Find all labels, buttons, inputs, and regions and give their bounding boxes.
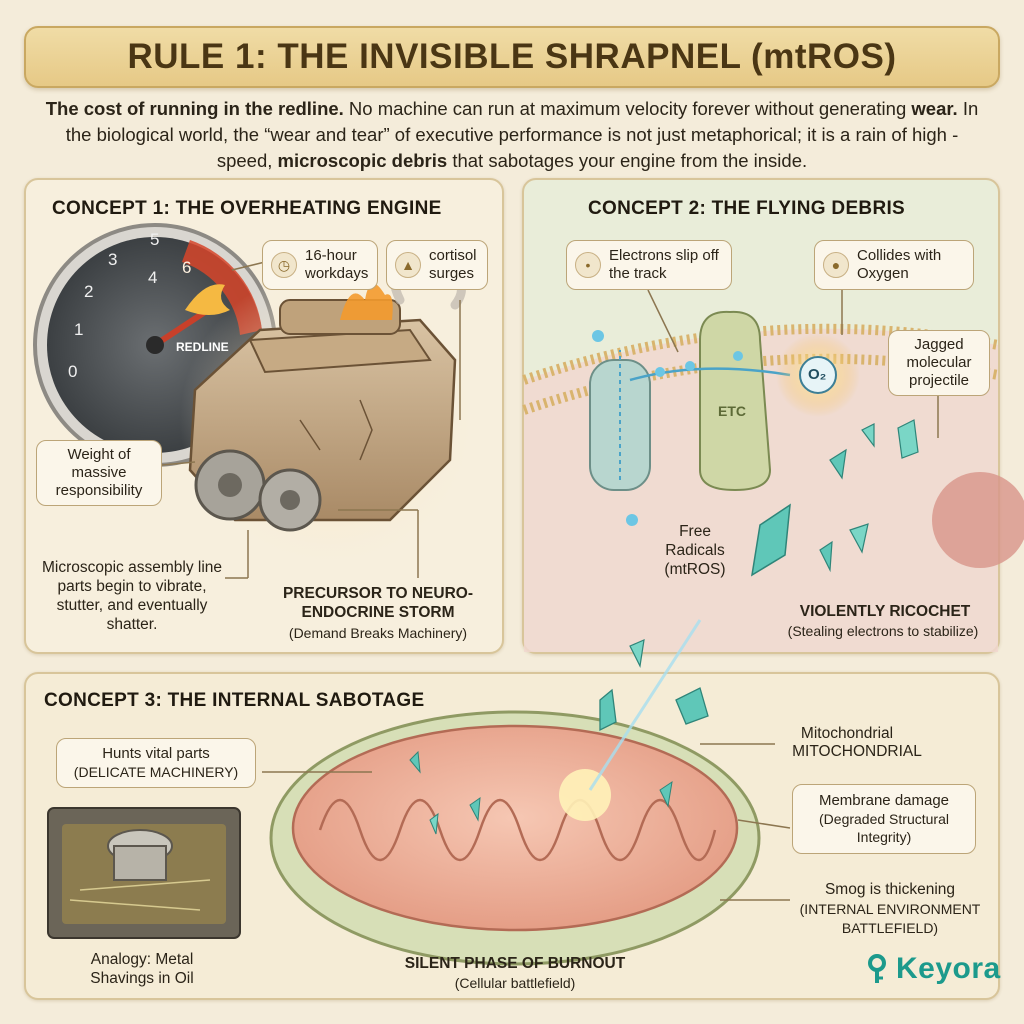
membrane-title: Membrane damage xyxy=(818,792,950,809)
callout-cortisol: ▲ cortisol surges xyxy=(386,240,488,290)
ricochet-sub: (Stealing electrons to stabilize) xyxy=(787,623,979,639)
gauge-num-4: 4 xyxy=(148,268,158,287)
smog-sub: (INTERNAL ENVIRONMENT BATTLEFIELD) xyxy=(799,901,981,936)
callout-weight: Weight of massive responsibility xyxy=(36,440,162,506)
molecule-icon: ● xyxy=(823,252,849,278)
intro-text-3: that sabotages your engine from the insi… xyxy=(447,150,808,171)
page-title: RULE 1: THE INVISIBLE SHRAPNEL (mtROS) xyxy=(127,37,897,76)
concept2-title: CONCEPT 2: THE FLYING DEBRIS xyxy=(588,198,906,219)
gauge-num-2: 2 xyxy=(84,282,94,301)
mito-label-2: MITOCHONDRIAL xyxy=(792,743,922,760)
concept3-title: CONCEPT 3: THE INTERNAL SABOTAGE xyxy=(44,690,425,711)
intro-bold-1: The cost of running in the redline. xyxy=(45,98,344,119)
callout-cortisol-text: cortisol surges xyxy=(429,247,477,282)
callout-hunts: Hunts vital parts (DELICATE MACHINERY) xyxy=(56,738,256,788)
gauge-num-6: 6 xyxy=(182,258,192,277)
intro-bold-3: microscopic debris xyxy=(277,150,448,171)
keyora-key-icon xyxy=(868,954,886,983)
mito-label-1: Mitochondrial xyxy=(800,725,894,742)
callout-oxygen: ● Collides with Oxygen xyxy=(814,240,974,290)
membrane-sub: (Degraded Structural Integrity) xyxy=(819,811,949,845)
smog-title: Smog is thickening xyxy=(824,881,956,898)
callout-electrons: • Electrons slip off the track xyxy=(566,240,732,290)
intro-bold-2: wear. xyxy=(911,98,958,119)
intro-paragraph: The cost of running in the redline. No m… xyxy=(40,96,984,174)
assembly-text: Microscopic assembly line parts begin to… xyxy=(41,559,223,633)
intro-text-2: In the biological world, the “wear and t… xyxy=(65,98,979,171)
callout-workdays: ◷ 16-hour workdays xyxy=(262,240,378,290)
callout-hunts-text: Hunts vital parts xyxy=(102,745,210,762)
callout-jagged: Jagged molecular projectile xyxy=(888,330,990,396)
keyora-logo: Keyora xyxy=(862,952,1001,986)
callout-electrons-text: Electrons slip off the track xyxy=(609,247,719,282)
brand-name: Keyora xyxy=(896,952,1001,985)
callout-hunts-sub: (DELICATE MACHINERY) xyxy=(73,764,239,780)
o2-label: O₂ xyxy=(808,366,827,383)
intro-text-1: No machine can run at maximum velocity f… xyxy=(343,98,912,119)
gauge-num-0: 0 xyxy=(68,362,78,381)
callout-oxygen-text: Collides with Oxygen xyxy=(857,247,942,282)
free-radicals-label: Free Radicals (mtROS) xyxy=(664,523,726,578)
precursor-sub: (Demand Breaks Machinery) xyxy=(288,625,468,641)
callout-workdays-text: 16-hour workdays xyxy=(305,247,369,282)
silent-sub: (Cellular battlefield) xyxy=(454,975,576,991)
precursor-title: PRECURSOR TO NEURO-ENDOCRINE STORM xyxy=(282,585,474,621)
gauge-num-3: 3 xyxy=(108,250,118,269)
electron-icon: • xyxy=(575,252,601,278)
callout-membrane: Membrane damage (Degraded Structural Int… xyxy=(792,784,976,854)
alarm-icon: ▲ xyxy=(395,252,421,278)
concept1-title: CONCEPT 1: THE OVERHEATING ENGINE xyxy=(52,198,442,219)
redline-label: REDLINE xyxy=(176,340,229,354)
clock-icon: ◷ xyxy=(271,252,297,278)
silent-title: SILENT PHASE OF BURNOUT xyxy=(404,955,626,972)
gauge-num-5: 5 xyxy=(150,230,160,249)
etc-label: ETC xyxy=(718,403,746,419)
gauge-num-1: 1 xyxy=(74,320,84,339)
analogy-caption: Analogy: Metal Shavings in Oil xyxy=(90,951,194,987)
ricochet-title: VIOLENTLY RICOCHET xyxy=(799,603,971,620)
title-banner: RULE 1: THE INVISIBLE SHRAPNEL (mtROS) xyxy=(24,26,1000,88)
